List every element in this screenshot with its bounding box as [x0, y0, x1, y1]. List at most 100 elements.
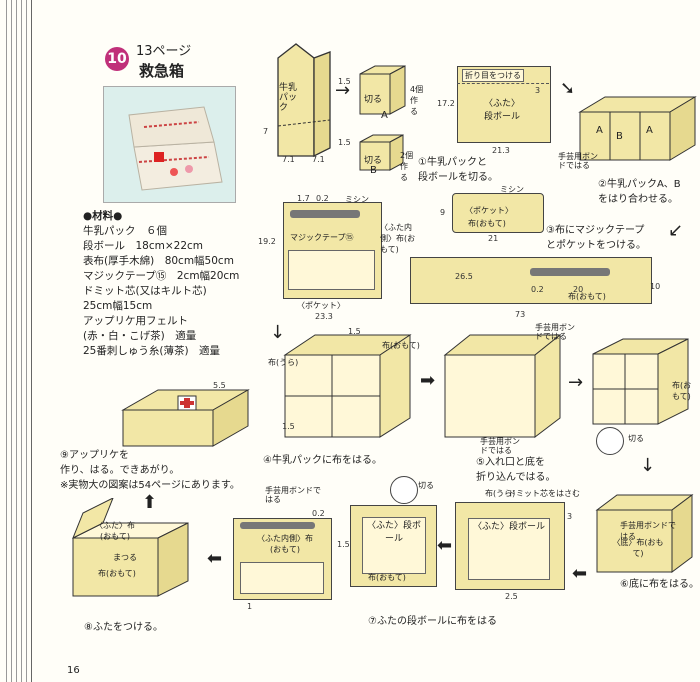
long-cloth-strip	[410, 257, 652, 304]
dim-label: 17.2	[437, 99, 455, 108]
dim-label: 1.5	[337, 540, 350, 549]
step-1-text: ①牛乳パックと 段ボールを切る。	[418, 157, 498, 183]
arrow-right-icon: ➡	[420, 370, 436, 391]
step-4-text: ④牛乳パックに布をはる。	[263, 455, 382, 466]
compartment-a-label: A	[646, 125, 653, 136]
dim-label: 21.3	[492, 146, 510, 155]
cloth-front-label: 布(おもて)	[672, 381, 692, 401]
milk-pack-label: 牛乳パック	[279, 83, 298, 113]
dim-label: 0.2	[531, 285, 544, 294]
sewing-label: ミシン	[500, 185, 524, 194]
folded-box-diagram	[440, 330, 565, 449]
first-aid-box-photo	[104, 87, 235, 202]
dim-label: 9	[440, 208, 446, 217]
glue-label: 手芸用ボンドではる	[480, 437, 520, 455]
arrow-icon: →	[568, 372, 584, 393]
fold-line-label: 折り目をつける	[462, 69, 524, 82]
cloth-back-label: 布(うら)	[485, 489, 516, 498]
dim-label: 3	[567, 512, 573, 521]
page-edge	[26, 0, 27, 682]
dim-label: 7	[263, 127, 269, 136]
step-3-text: ③布にマジックテープ とポケットをつける。	[546, 225, 646, 251]
dim-label: 7.1	[312, 155, 325, 164]
pocket-diagram	[452, 193, 544, 233]
dim-label: 1.7	[297, 194, 310, 203]
cloth-back-label: 布(うら)	[268, 358, 299, 367]
cut-detail-circle	[596, 427, 624, 455]
magic-tape	[240, 522, 315, 529]
page-edge	[16, 0, 17, 682]
lid-cardboard-label: 〈ふた〉段ボール	[362, 517, 426, 574]
page-edge	[6, 0, 7, 682]
glue-label: 手芸用ボンドではる	[620, 521, 676, 541]
arrow-up-icon: ⬆	[142, 492, 158, 513]
pocket-label: 〈ポケット〉	[465, 206, 513, 215]
material-item: (赤・白・こげ茶) 適量	[83, 330, 197, 342]
step-2-text: ②牛乳パックA、B をはり合わせる。	[598, 179, 681, 205]
dim-label: 19.2	[258, 237, 276, 246]
dim-label: 23.3	[315, 312, 333, 321]
pattern-note: ※実物大の図案は54ページにあります。	[60, 480, 240, 491]
cut-label: 切る	[364, 95, 383, 105]
pocket-label: 〈ポケット〉	[297, 301, 345, 310]
pocket-grid	[288, 250, 375, 290]
dim-label: 7.1	[282, 155, 295, 164]
arrow-down-icon: ↙	[668, 220, 684, 241]
material-item: 牛乳パック ６個	[83, 225, 167, 237]
page-title: 救急箱	[139, 62, 185, 80]
step-7-text: ⑦ふたの段ボールに布をはる	[368, 616, 497, 627]
lid-inside-label: 〈ふた内側〉布(おもて)	[380, 223, 416, 254]
step-6-text: ⑥底に布をはる。	[620, 579, 699, 590]
cloth-front-label: 布(おもて)	[382, 341, 420, 350]
cloth-front-label: 布(おもて)	[368, 573, 406, 582]
dim-label: 73	[515, 310, 526, 319]
dim-label: 21	[488, 234, 499, 243]
material-item: 段ボール 18cm×22cm	[83, 240, 204, 252]
two-pieces-label: 2個作る	[400, 151, 414, 182]
magic-tape-label: マジックテープ⑮	[290, 233, 354, 242]
step-8-text: ⑧ふたをつける。	[84, 622, 163, 633]
fold-line	[457, 83, 549, 84]
arrow-right-icon: →	[335, 80, 351, 101]
cloth-front-label: 布(おもて)	[98, 569, 136, 578]
sewing-label: ミシン	[345, 195, 369, 204]
magic-tape	[290, 210, 360, 218]
bottom-cloth-diagram	[592, 490, 697, 589]
piece-b-label: B	[370, 165, 377, 176]
lid-inside-label: 〈ふた内側〉布(おもて)	[257, 534, 313, 554]
material-item: ドミット芯(又はキルト芯)	[83, 285, 207, 297]
material-item: 25cm幅15cm	[83, 300, 153, 312]
dim-label: 1.5	[338, 77, 351, 86]
step-9-text: ⑨アップリケを 作り、はる。できあがり。 ※実物大の図案は54ページにあります。	[60, 450, 240, 491]
dim-label: 5.5	[213, 381, 226, 390]
milk-pack-diagram	[270, 38, 331, 158]
finished-box-diagram	[118, 382, 258, 454]
materials-list: ●材料● 牛乳パック ６個 段ボール 18cm×22cm 表布(厚手木綿) 80…	[83, 209, 239, 359]
pocket-grid	[240, 562, 324, 594]
material-item: アップリケ用フェルト	[83, 315, 188, 327]
lid-cardboard-label: 〈ふた〉段ボール	[468, 518, 550, 580]
four-pieces-label: 4個作る	[410, 85, 424, 116]
dim-label: 2.5	[505, 592, 518, 601]
glue-label: 手芸用ボンドではる	[535, 323, 575, 341]
compartments-diagram	[575, 92, 700, 176]
covered-box-diagram	[588, 334, 698, 438]
page-edge	[11, 0, 12, 682]
dim-label: 10	[650, 282, 661, 291]
arrow-left-icon: ⬅	[572, 563, 588, 584]
box-with-cloth-diagram	[280, 330, 415, 449]
glue-label: 手芸用ボンドではる	[265, 486, 321, 504]
wrap-label: まつる	[113, 553, 137, 562]
arrow-down-icon: ↓	[270, 322, 286, 343]
step-5-text: ⑤入れ口と底を 折り込んではる。	[476, 457, 556, 483]
product-photo	[103, 86, 236, 203]
piece-b-diagram	[355, 132, 410, 181]
dim-label: 26.5	[455, 272, 473, 281]
lid-cloth-label: 〈ふた〉布(おもて)	[95, 521, 135, 541]
cloth-front-label: 布(おもて)	[568, 292, 606, 301]
cut-detail-circle	[390, 476, 418, 504]
item-number-badge: 10	[105, 47, 129, 71]
page-edge	[31, 0, 32, 682]
cut-label: 切る	[418, 481, 434, 490]
